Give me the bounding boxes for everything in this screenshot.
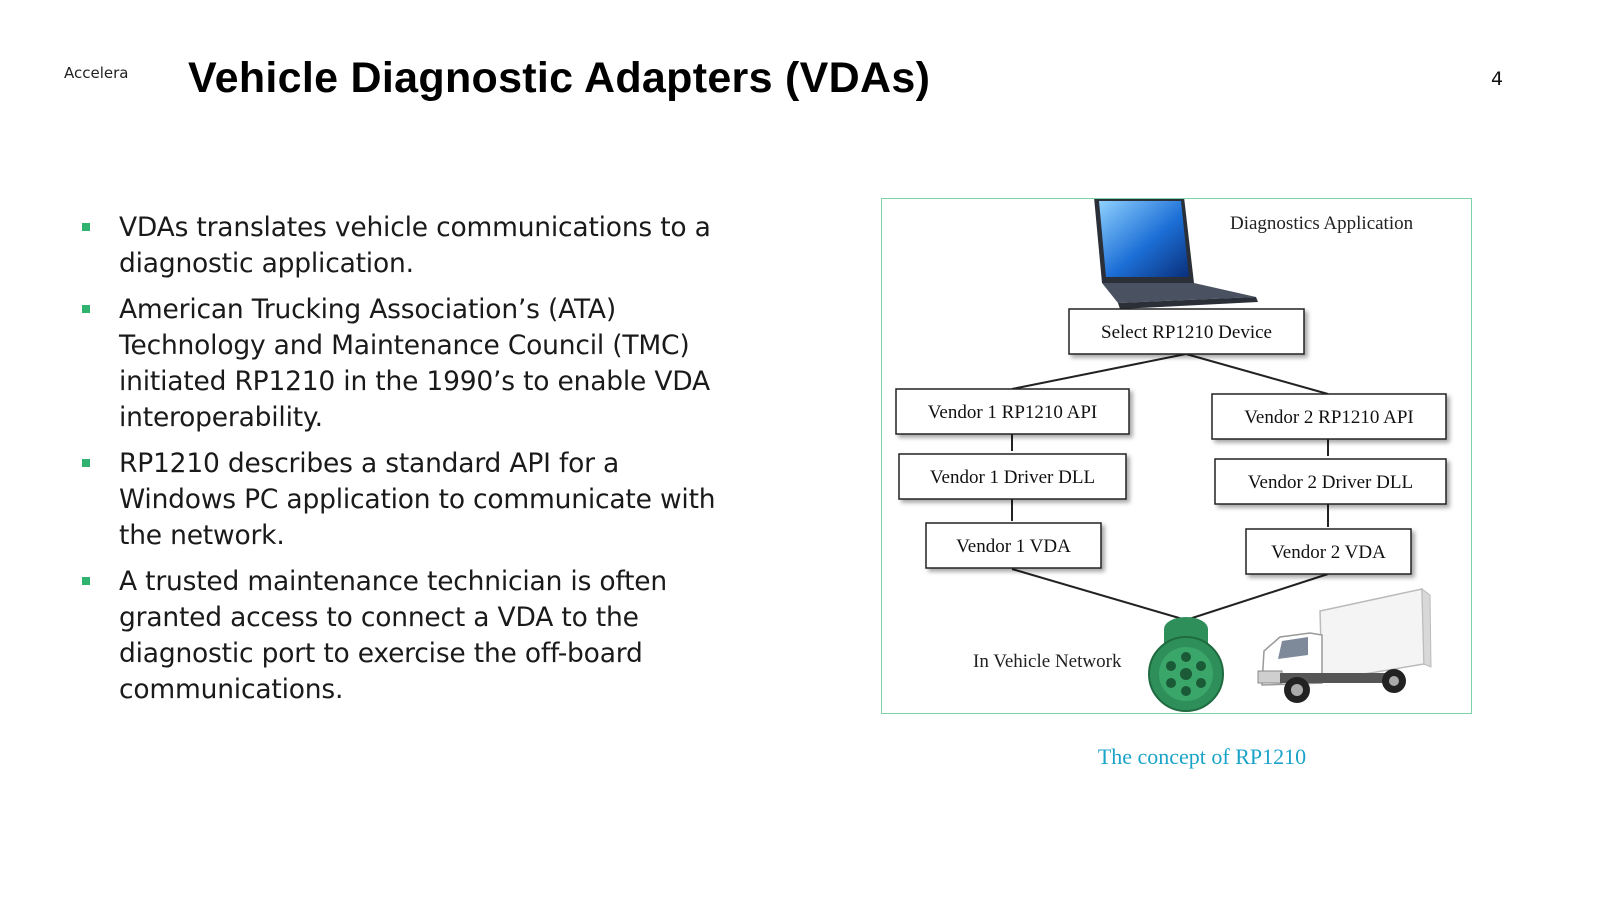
bullet-marker-icon xyxy=(82,305,90,313)
vendor1-api-label: Vendor 1 RP1210 API xyxy=(928,402,1097,423)
vendor2-dll-box: Vendor 2 Driver DLL xyxy=(1214,458,1447,505)
vendor1-vda-box: Vendor 1 VDA xyxy=(925,522,1102,569)
select-rp1210-device-box: Select RP1210 Device xyxy=(1068,308,1305,355)
vendor2-api-box: Vendor 2 RP1210 API xyxy=(1211,393,1447,440)
bullet-item: American Trucking Association’s (ATA) Te… xyxy=(80,292,720,436)
brand-label: Accelera xyxy=(64,64,129,82)
vendor2-dll-label: Vendor 2 Driver DLL xyxy=(1248,472,1413,493)
laptop-icon xyxy=(1094,199,1258,309)
bullet-item: A trusted maintenance technician is ofte… xyxy=(80,564,720,708)
vendor2-api-label: Vendor 2 RP1210 API xyxy=(1244,407,1413,428)
bullet-marker-icon xyxy=(82,223,90,231)
bullet-item: RP1210 describes a standard API for a Wi… xyxy=(80,446,720,554)
slide-title: Vehicle Diagnostic Adapters (VDAs) xyxy=(188,54,931,102)
figure-caption: The concept of RP1210 xyxy=(1097,744,1307,769)
rp1210-diagram: Diagnostics Application Select RP1210 De… xyxy=(881,198,1472,714)
truck-icon xyxy=(1257,587,1432,703)
page-number: 4 xyxy=(1491,68,1504,90)
diagnostic-connector-icon xyxy=(1148,617,1224,712)
vendor2-vda-box: Vendor 2 VDA xyxy=(1245,528,1412,575)
bullet-text: VDAs translates vehicle communications t… xyxy=(119,212,711,279)
in-vehicle-network-label: In Vehicle Network xyxy=(973,651,1122,672)
select-device-label: Select RP1210 Device xyxy=(1101,322,1272,343)
bullet-marker-icon xyxy=(82,577,90,585)
diagnostics-application-label: Diagnostics Application xyxy=(1230,213,1414,234)
vendor1-api-box: Vendor 1 RP1210 API xyxy=(895,388,1130,435)
vendor2-vda-label: Vendor 2 VDA xyxy=(1271,542,1386,563)
bullet-list: VDAs translates vehicle communications t… xyxy=(80,210,720,718)
diagram-connectors xyxy=(1011,353,1329,621)
vendor1-dll-box: Vendor 1 Driver DLL xyxy=(898,453,1127,500)
bullet-text: A trusted maintenance technician is ofte… xyxy=(119,566,667,705)
bullet-marker-icon xyxy=(82,459,90,467)
vendor1-dll-label: Vendor 1 Driver DLL xyxy=(930,467,1095,488)
bullet-text: American Trucking Association’s (ATA) Te… xyxy=(119,294,710,433)
vendor1-vda-label: Vendor 1 VDA xyxy=(956,536,1071,557)
diagram-canvas: Diagnostics Application Select RP1210 De… xyxy=(895,199,1447,712)
bullet-item: VDAs translates vehicle communications t… xyxy=(80,210,720,282)
bullet-text: RP1210 describes a standard API for a Wi… xyxy=(119,448,716,551)
